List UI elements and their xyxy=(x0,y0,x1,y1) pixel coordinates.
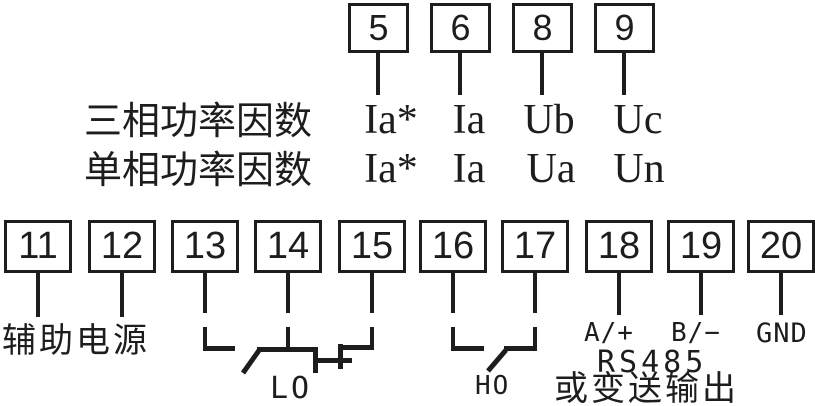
ho-contact-stub-16 xyxy=(451,327,455,351)
terminal-box-18: 18 xyxy=(585,220,653,273)
lo-contact-bar-right xyxy=(338,344,343,369)
terminal-box-16: 16 xyxy=(419,220,487,273)
terminal-box-12: 12 xyxy=(88,220,156,273)
ho-contact-stub-17 xyxy=(533,327,537,351)
terminal-box-14: 14 xyxy=(254,220,322,273)
signal-un-row2: Un xyxy=(613,146,665,192)
lo-contact-stub-14 xyxy=(286,327,290,352)
terminal-box-13: 13 xyxy=(171,220,239,273)
signal-ua-row2: Ua xyxy=(526,146,576,192)
terminal-16-lead xyxy=(451,273,455,313)
terminal-box-9: 9 xyxy=(594,3,655,53)
terminal-14-lead xyxy=(286,273,290,313)
signal-ub-row1: Ub xyxy=(523,97,575,143)
gnd-label: GND xyxy=(756,318,808,349)
rs485-label: RS485 xyxy=(597,345,708,380)
terminal-number: 9 xyxy=(614,7,635,48)
terminal-box-5: 5 xyxy=(348,3,409,53)
terminal-number: 20 xyxy=(759,225,803,267)
terminal-15-lead xyxy=(370,273,374,313)
signal-uc-row1: Uc xyxy=(613,97,663,143)
terminal-number: 17 xyxy=(513,225,557,267)
terminal-box-19: 19 xyxy=(667,220,735,273)
ho-contact-arm-16 xyxy=(451,346,484,351)
terminal-number: 5 xyxy=(368,7,389,48)
terminal-box-11: 11 xyxy=(4,220,72,273)
terminal-number: 8 xyxy=(532,7,553,48)
three-phase-row-label: 三相功率因数 xyxy=(84,101,313,143)
lo-contact-lower-arm xyxy=(315,358,352,363)
signal-ia-row2: Ia xyxy=(452,146,486,192)
lo-contact-arm-14 xyxy=(257,347,318,352)
terminal-number: 14 xyxy=(266,225,310,267)
terminal-13-lead xyxy=(203,273,207,313)
lo-label: LO xyxy=(270,371,313,406)
terminal-number: 13 xyxy=(183,225,227,267)
terminal-number: 19 xyxy=(679,225,723,267)
terminal-box-20: 20 xyxy=(747,220,815,273)
aux-power-label: 辅助电源 xyxy=(2,321,150,361)
lo-switch-blade-icon xyxy=(240,347,263,375)
terminal-6-lead xyxy=(458,53,462,95)
terminal-19-lead xyxy=(699,273,703,315)
terminal-number: 18 xyxy=(597,225,641,267)
lo-contact-arm-15 xyxy=(341,345,374,350)
terminal-box-6: 6 xyxy=(430,3,491,53)
ho-label: HO xyxy=(475,371,511,401)
rs485-b-label: B/− xyxy=(671,318,721,348)
rs485-a-label: A/+ xyxy=(584,318,634,348)
terminal-9-lead xyxy=(622,53,626,95)
signal-ia-star-row2: Ia* xyxy=(364,146,418,192)
terminal-20-lead xyxy=(779,273,783,315)
terminal-box-17: 17 xyxy=(501,220,569,273)
terminal-number: 12 xyxy=(100,225,144,267)
lo-contact-stub-15 xyxy=(370,327,374,350)
lo-contact-stub-13 xyxy=(203,327,207,351)
terminal-box-8: 8 xyxy=(512,3,573,53)
terminal-number: 16 xyxy=(431,225,475,267)
lo-contact-arm-13 xyxy=(203,346,235,351)
terminal-18-lead xyxy=(617,273,621,315)
ho-switch-blade-icon xyxy=(486,348,508,373)
terminal-number: 11 xyxy=(18,225,58,267)
terminal-11-lead xyxy=(36,273,40,317)
single-phase-row-label: 单相功率因数 xyxy=(84,150,313,192)
terminal-17-lead xyxy=(533,273,537,313)
terminal-8-lead xyxy=(540,53,544,95)
terminal-box-15: 15 xyxy=(338,220,406,273)
terminal-5-lead xyxy=(376,53,380,95)
signal-ia-row1: Ia xyxy=(452,97,486,143)
terminal-number: 6 xyxy=(450,7,471,48)
signal-ia-star-row1: Ia* xyxy=(364,97,418,143)
ho-contact-arm-17 xyxy=(504,346,537,351)
transmit-output-label: 或变送输出 xyxy=(554,371,739,406)
terminal-number: 15 xyxy=(350,225,394,267)
terminal-12-lead xyxy=(120,273,124,317)
